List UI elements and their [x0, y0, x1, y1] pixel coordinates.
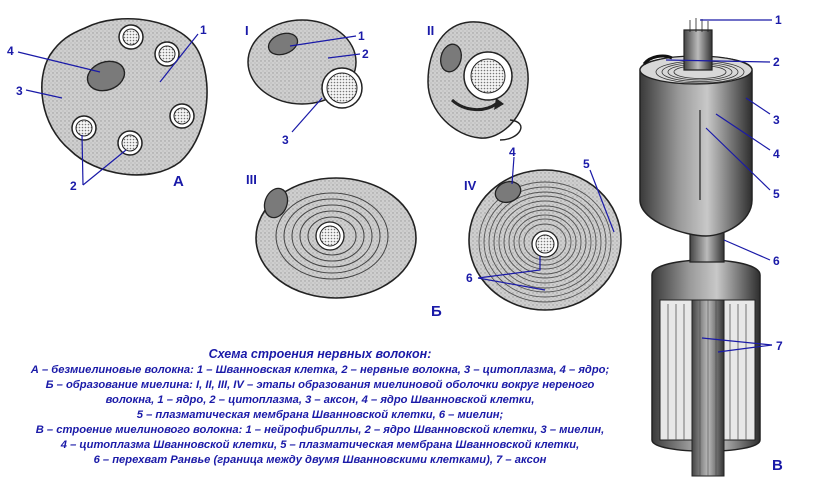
label-v-1: 1 [775, 13, 782, 27]
stage-label-2: II [427, 23, 434, 38]
label-v-5: 5 [773, 187, 780, 201]
panel-b-letter: Б [431, 303, 442, 320]
label-b1-3: 3 [282, 133, 289, 147]
stage-1-nucleus [267, 32, 299, 56]
label-b1-1: 1 [358, 29, 365, 43]
stage-3-nucleus [263, 187, 289, 219]
stage-3-axon [319, 225, 341, 247]
neurofibril-bundle [683, 29, 713, 71]
label-b4-6: 6 [466, 271, 473, 285]
label-v-7: 7 [776, 339, 783, 353]
label-a-4: 4 [7, 44, 14, 58]
rotation-arrow [450, 98, 497, 111]
label-b4-5: 5 [583, 157, 590, 171]
caption-line: 4 – цитоплазма Шванновской клетки, 5 – п… [60, 439, 580, 451]
label-a-3: 3 [16, 84, 23, 98]
stage-2-nucleus [440, 43, 462, 73]
stage-label-3: III [246, 172, 257, 187]
panel-v: 1 2 3 4 5 6 7 В [639, 13, 783, 477]
nerve-fiber-a [117, 130, 143, 156]
schwann-nucleus [86, 60, 126, 92]
stage-1 [247, 19, 363, 109]
stage-label-4: IV [464, 178, 477, 193]
nerve-fiber-a [118, 24, 144, 50]
caption-line: В – строение миелинового волокна: 1 – не… [35, 424, 605, 436]
label-a-1: 1 [200, 23, 207, 37]
nerve-fiber-a [169, 103, 195, 129]
nerve-fiber-a [71, 115, 97, 141]
label-a-2: 2 [70, 179, 77, 193]
label-v-2: 2 [773, 55, 780, 69]
caption-line: волокна, 1 – ядро, 2 – цитоплазма, 3 – а… [105, 394, 535, 406]
nerve-fiber-a [154, 41, 180, 67]
stage-2-axon [470, 58, 506, 94]
stage-label-1: I [245, 23, 249, 38]
stage-3 [255, 177, 417, 299]
label-b4-4: 4 [509, 145, 516, 159]
caption-title: Схема строения нервных волокон: [208, 347, 432, 361]
stage-2 [427, 21, 529, 141]
label-b1-2: 2 [362, 47, 369, 61]
stage-4 [468, 169, 622, 311]
caption-line: 6 – перехват Ранвье (граница между двумя… [93, 454, 547, 466]
panel-v-letter: В [772, 457, 783, 474]
stage-4-nucleus [494, 180, 522, 204]
label-v-4: 4 [773, 147, 780, 161]
label-v-6: 6 [773, 254, 780, 268]
panel-a-letter: А [173, 173, 184, 190]
caption-line: Б – образование миелина: I, II, III, IV … [45, 379, 595, 391]
panel-b: I 1 2 3 II [245, 19, 622, 320]
panel-a: 1 2 3 4 А [7, 18, 208, 193]
label-v-3: 3 [773, 113, 780, 127]
caption-line: А – безмиелиновые волокна: 1 – Шванновск… [30, 364, 610, 376]
stage-4-axon [535, 234, 555, 254]
stage-1-axon [326, 72, 358, 104]
caption-line: 5 – плазматическая мембрана Шванновской … [136, 409, 504, 421]
